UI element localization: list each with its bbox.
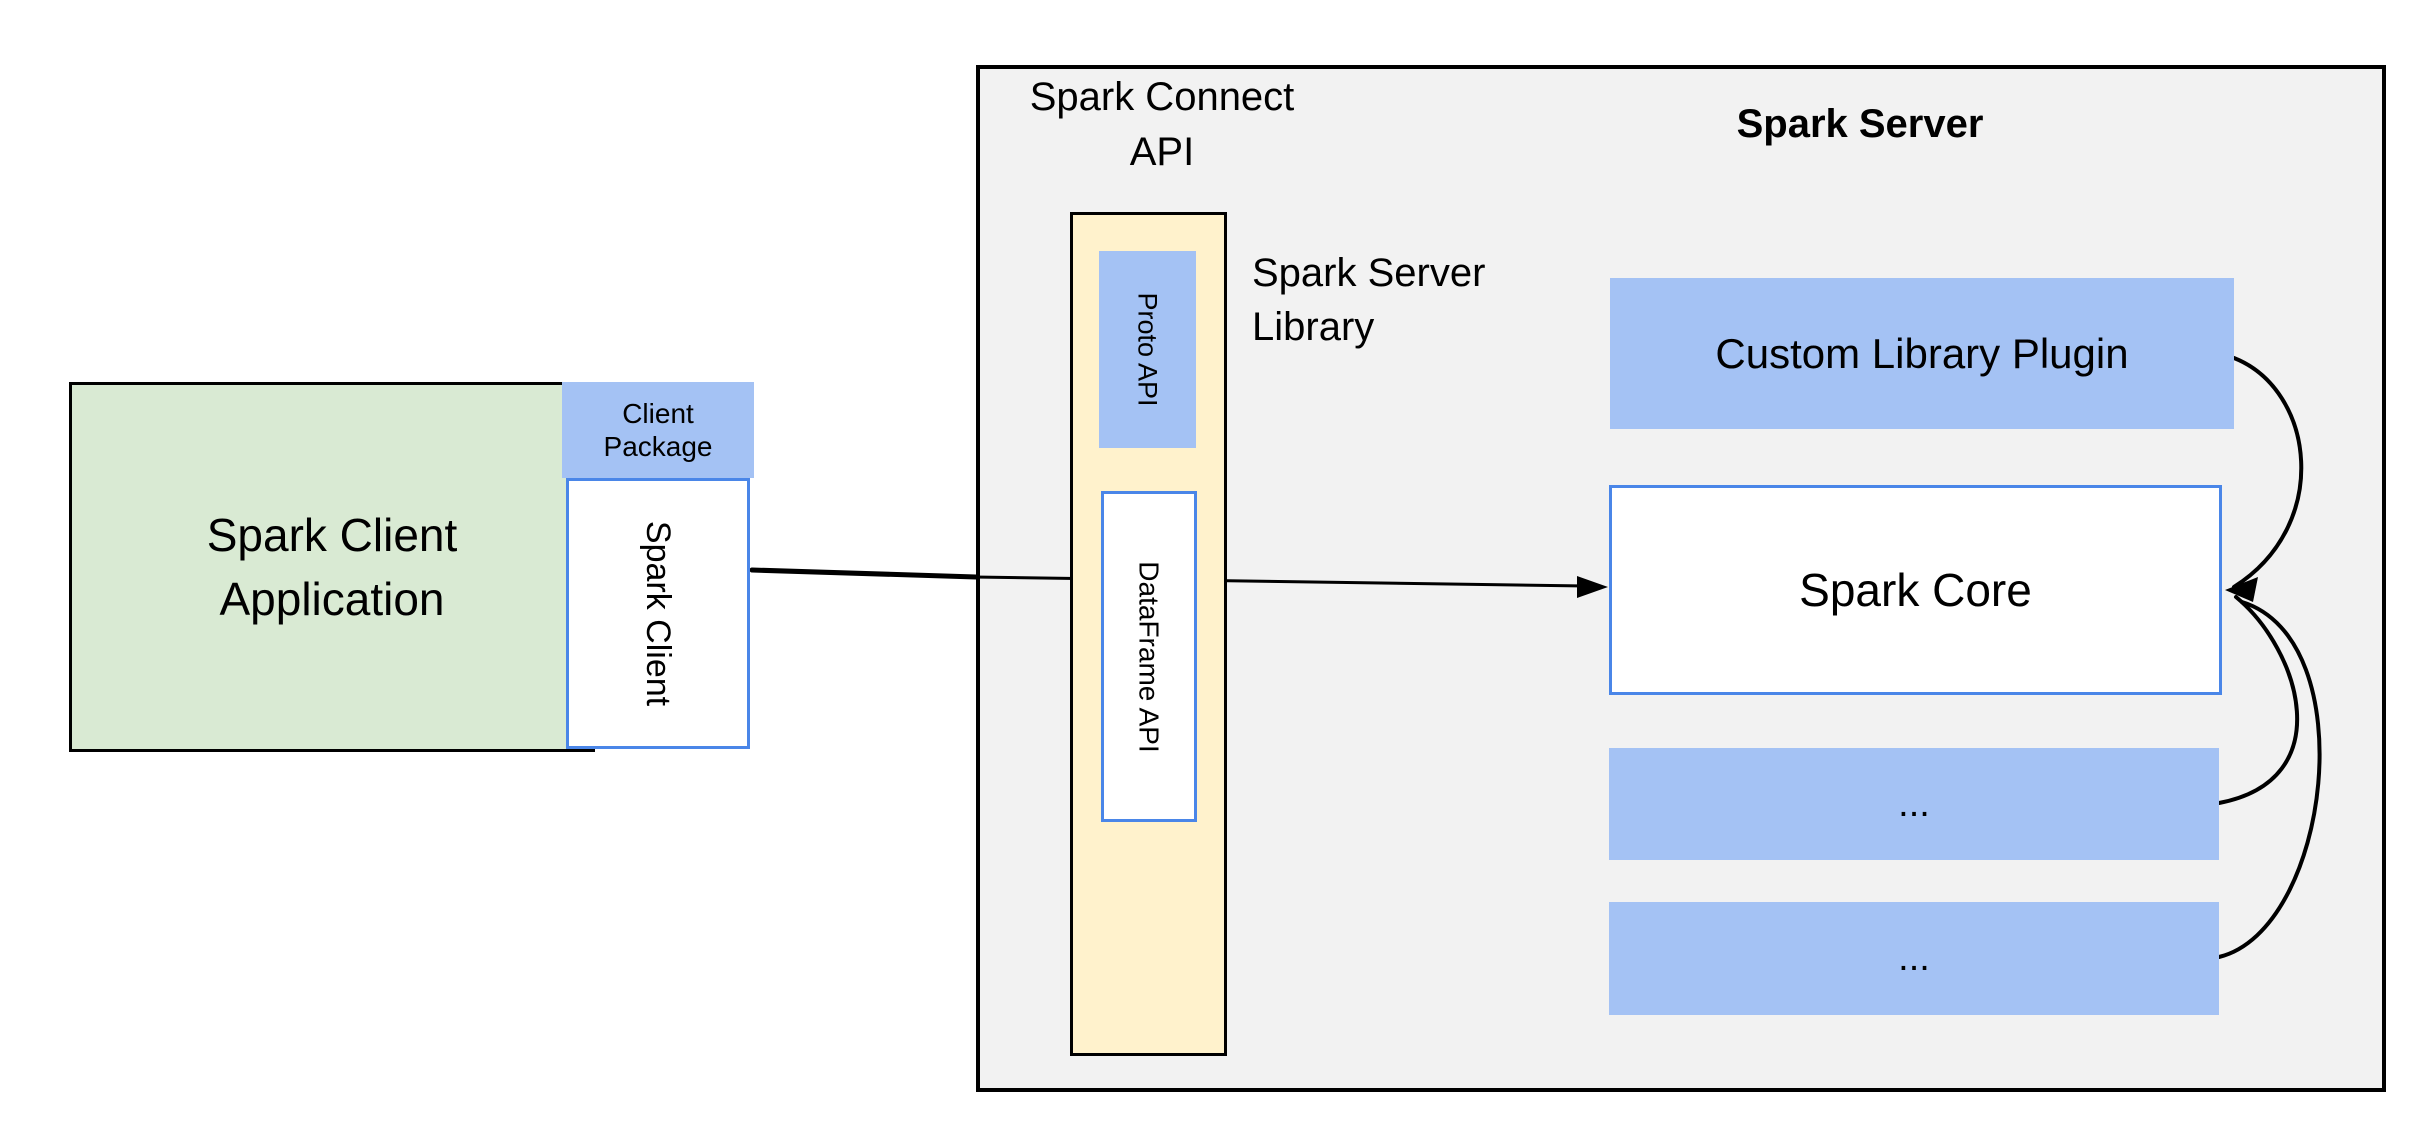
- proto-api-box: Proto API: [1099, 251, 1196, 448]
- spark-server-title: Spark Server: [1736, 102, 1984, 146]
- spark-client-application-label: Spark Client Application: [206, 509, 458, 625]
- client-to-core-arrow-thick-segment: [749, 567, 979, 580]
- plugin-slot-box-1: ...: [1609, 748, 2219, 860]
- slot2-to-core-arrow: [2217, 600, 2322, 959]
- plugin-slot-ellipsis-1: ...: [1898, 782, 1930, 825]
- spark-client-label: Spark Client: [639, 520, 678, 707]
- custom-library-plugin-box: Custom Library Plugin: [1610, 278, 2234, 429]
- spark-client-box: Spark Client: [566, 478, 750, 749]
- custom-library-plugin-label: Custom Library Plugin: [1715, 329, 2129, 377]
- spark-core-box: Spark Core: [1609, 485, 2222, 695]
- client-package-label: Client Package: [603, 398, 713, 462]
- dataframe-api-box: DataFrame API: [1101, 491, 1197, 822]
- spark-client-application-box: Spark Client Application: [69, 382, 595, 752]
- plugin-to-core-arrow: [2232, 356, 2304, 589]
- spark-server-library-label: Spark Server Library: [1252, 251, 1486, 349]
- slot1-to-core-arrow: [2217, 595, 2300, 805]
- core-left-arrowhead-icon: [1577, 576, 1608, 598]
- spark-core-label: Spark Core: [1799, 564, 2032, 616]
- dataframe-api-label: DataFrame API: [1134, 560, 1165, 753]
- spark-connect-api-title: Spark Connect API: [1029, 75, 1295, 174]
- plugin-slot-box-2: ...: [1609, 902, 2219, 1015]
- core-right-arrowhead-icon: [2225, 577, 2258, 602]
- client-to-core-arrow-line: [972, 575, 1588, 588]
- proto-api-label: Proto API: [1133, 292, 1164, 407]
- plugin-slot-ellipsis-2: ...: [1898, 937, 1930, 979]
- client-package-box: Client Package: [562, 382, 754, 478]
